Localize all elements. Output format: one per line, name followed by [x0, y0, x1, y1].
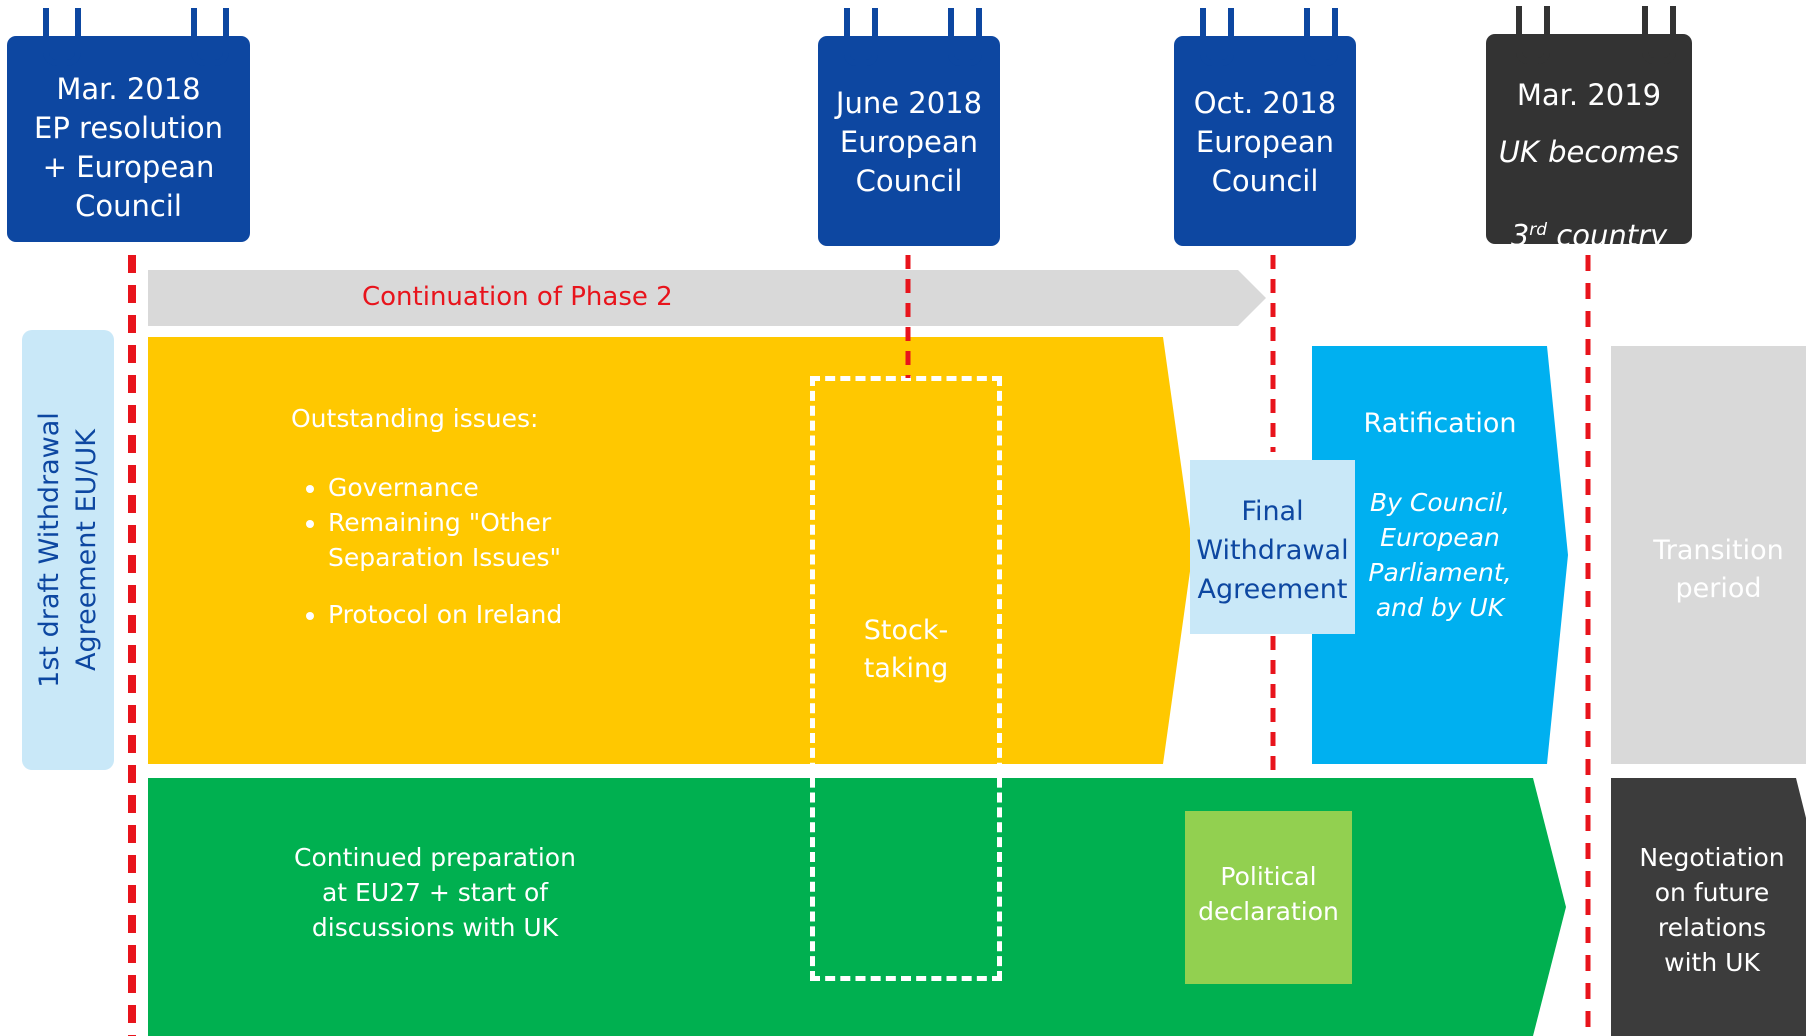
draft-line1: 1st draft Withdrawal	[34, 412, 65, 688]
stocktaking-box	[810, 376, 1002, 981]
draft-agreement-box: 1st draft Withdrawal Agreement EU/UK	[22, 330, 114, 770]
ratification-arrow	[1312, 346, 1568, 764]
calendar-ring-left	[43, 8, 81, 66]
milestone-oct2018: Oct. 2018 European Council	[1174, 0, 1356, 250]
country-word: country	[1547, 218, 1668, 253]
calendar-ring-right	[191, 8, 229, 66]
mar2018-date: Mar. 2018	[56, 72, 201, 106]
calendar-ring-left	[844, 8, 878, 66]
political-declaration-box: Political declaration	[1185, 811, 1352, 984]
green-band-label: Continued preparation at EU27 + start of…	[294, 843, 576, 942]
outstanding-heading: Outstanding issues:	[291, 404, 539, 433]
calendar-ring-left	[1516, 6, 1550, 64]
calendar-body	[7, 36, 250, 242]
draft-line2: Agreement EU/UK	[71, 429, 102, 671]
third-suffix: rd	[1529, 220, 1548, 240]
phase-arrow-label: Continuation of Phase 2	[362, 282, 673, 312]
milestone-mar2019: Mar. 2019 UK becomes 3rd country	[1486, 0, 1692, 253]
mar2019-event-line2: 3rd country	[1486, 172, 1692, 256]
calendar-ring-left	[1200, 8, 1234, 66]
ratification-title: Ratification	[1363, 408, 1517, 439]
calendar-ring-right	[948, 8, 982, 66]
transition-label: Transition period	[1653, 535, 1784, 604]
negotiation-box	[1611, 778, 1806, 1036]
jun2018-line	[905, 255, 911, 378]
mar2019-event-line1: UK becomes	[1498, 135, 1680, 169]
oct2018-event: European Council	[1195, 125, 1335, 198]
transition-box: Transition period	[1611, 346, 1806, 764]
third-number: 3	[1510, 218, 1530, 253]
bullet-ireland: Protocol on Ireland	[328, 597, 628, 632]
mar2019-date: Mar. 2019	[1516, 78, 1662, 112]
political-declaration-label: Political declaration	[1198, 862, 1339, 926]
negotiation-label: Negotiation on future relations with UK	[1639, 843, 1785, 977]
bullet-separation: Remaining "Other Separation Issues"	[328, 505, 628, 575]
milestone-mar2018: Mar. 2018 EP resolution + European Counc…	[7, 0, 250, 245]
jun2018-date: June 2018	[835, 86, 983, 120]
ratification-detail: By Council, European Parliament, and by …	[1368, 488, 1512, 622]
stocktaking-label: Stock- taking	[863, 615, 949, 684]
bullet-governance: Governance	[328, 470, 628, 505]
calendar-ring-right	[1642, 6, 1676, 64]
calendar-ring-right	[1304, 8, 1338, 66]
calendar-body	[1486, 34, 1692, 244]
draft-agreement-text: 1st draft Withdrawal Agreement EU/UK	[31, 330, 105, 770]
mar2018-event: EP resolution + European Council	[34, 111, 223, 223]
final-agreement-box: Final Withdrawal Agreement	[1190, 460, 1355, 634]
outstanding-list: Governance Remaining "Other Separation I…	[291, 470, 628, 632]
jun2018-event: European Council	[839, 125, 979, 198]
calendar-body	[1174, 36, 1356, 246]
milestone-jun2018: June 2018 European Council	[818, 0, 1000, 250]
final-agreement-label: Final Withdrawal Agreement	[1196, 496, 1349, 605]
phase-arrow	[148, 270, 1266, 326]
yellow-band	[148, 337, 1193, 764]
oct2018-date: Oct. 2018	[1193, 86, 1337, 120]
calendar-body	[818, 36, 1000, 246]
